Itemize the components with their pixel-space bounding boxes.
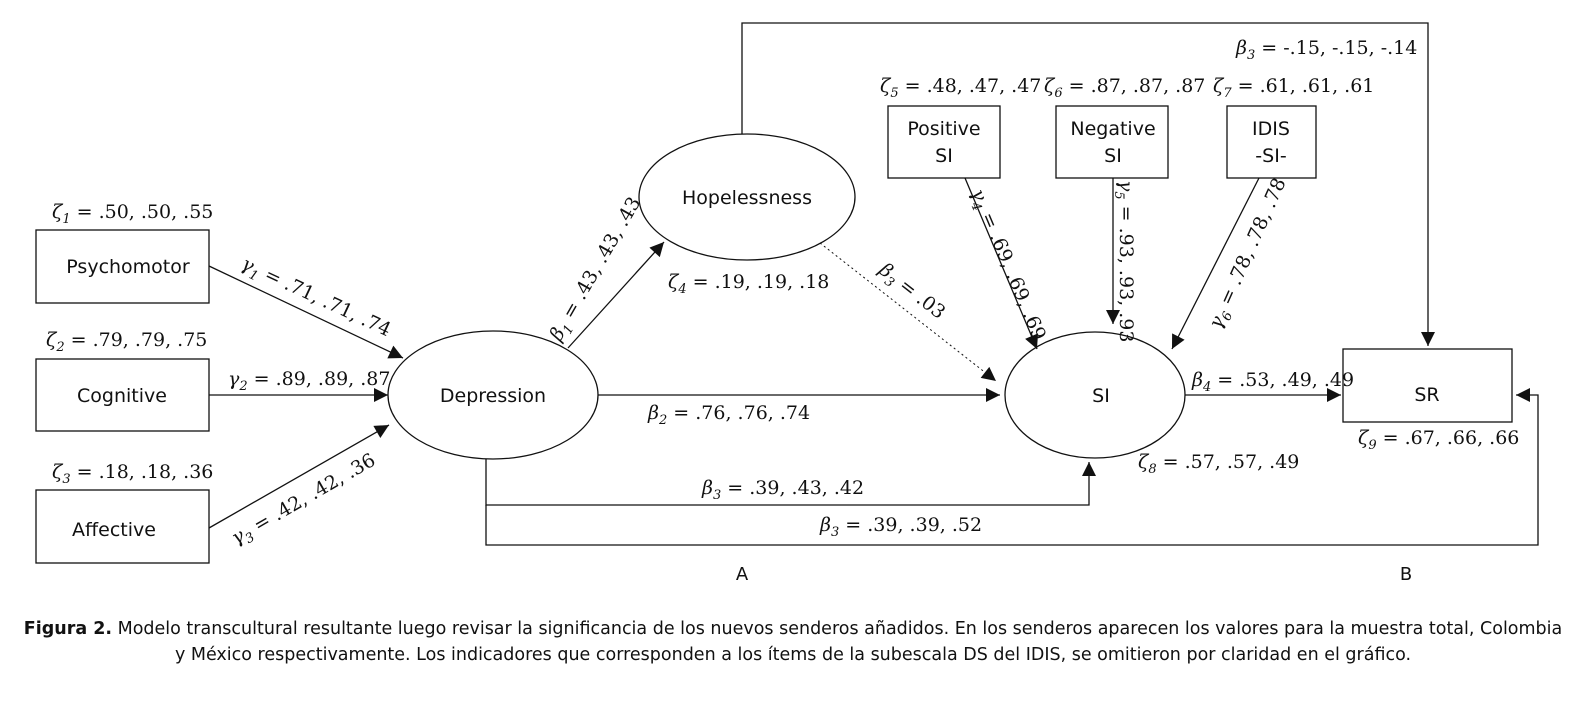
coef-depression-si-lower: β3 = .39, .43, .42 <box>701 477 864 503</box>
residual-z3: ζ3 = .18, .18, .36 <box>52 461 213 487</box>
node-cognitive: Cognitive <box>35 358 210 432</box>
node-hopelessness: Hopelessness <box>638 133 856 261</box>
arrow-depression-sr <box>485 388 1539 546</box>
node-label-line2: SI <box>935 145 953 167</box>
coef-idis-si: γ6 = .78, .78, .78 <box>1204 175 1294 334</box>
residual-z8: ζ8 = .57, .57, .49 <box>1138 451 1299 477</box>
coef-depression-si: β2 = .76, .76, .74 <box>647 402 810 428</box>
residual-z6: ζ6 = .87, .87, .87 <box>1044 75 1205 101</box>
path-diagram: Psychomotor Cognitive Affective Depressi… <box>35 22 1539 585</box>
coef-negative-si: γ5 = .93, .93, .93 <box>1111 180 1137 342</box>
node-positive-si: Positive SI <box>887 105 1001 179</box>
caption-label: Figura 2. <box>23 619 113 639</box>
panel-label-a: A <box>736 564 749 585</box>
coef-cognitive-depression: γ2 = .89, .89, .87 <box>228 368 390 394</box>
node-label: Psychomotor <box>66 256 190 278</box>
coef-affective-depression: γ3 = .42, .42, .36 <box>228 449 382 553</box>
arrow-idis-si <box>1171 177 1260 350</box>
residual-z4: ζ4 = .19, .19, .18 <box>668 271 829 297</box>
caption-text: Modelo transcultural resultante luego re… <box>112 619 1563 665</box>
node-affective: Affective <box>35 489 210 564</box>
node-label: SI <box>1092 385 1110 407</box>
node-depression: Depression <box>387 330 599 460</box>
node-label: Affective <box>72 519 156 541</box>
node-label-line2: SI <box>1104 145 1122 167</box>
arrow-depression-hopelessness <box>567 241 665 349</box>
node-negative-si: Negative SI <box>1055 105 1169 179</box>
arrow-psychomotor-depression <box>208 265 404 359</box>
coef-depression-sr: β3 = .39, .39, .52 <box>819 514 982 540</box>
arrow-depression-si-lower <box>485 459 1096 506</box>
coef-hopelessness-sr: β3 = -.15, -.15, -.14 <box>1235 37 1417 63</box>
coef-depression-hopelessness: β1 = .43, .43, .43 <box>545 193 649 347</box>
residual-z5: ζ5 = .48, .47, .47 <box>880 75 1041 101</box>
arrow-positive-si <box>964 177 1039 350</box>
figure-caption: Figura 2. Modelo transcultural resultant… <box>20 616 1566 668</box>
arrow-affective-depression <box>208 424 390 529</box>
node-label-line1: Negative <box>1070 118 1155 140</box>
node-label: Depression <box>440 385 546 407</box>
coef-positive-si: γ4 = .69, .69, .69 <box>963 185 1050 345</box>
coef-si-sr: β4 = .53, .49, .49 <box>1191 369 1354 395</box>
node-si: SI <box>1004 331 1186 459</box>
node-label: SR <box>1414 384 1439 406</box>
residual-z7: ζ7 = .61, .61, .61 <box>1213 75 1374 101</box>
node-idis-si: IDIS -SI- <box>1226 105 1317 179</box>
residual-z9: ζ9 = .67, .66, .66 <box>1358 427 1519 453</box>
residual-z1: ζ1 = .50, .50, .55 <box>52 201 213 227</box>
coef-psychomotor-depression: γ1 = .71, .71, .74 <box>236 253 394 345</box>
node-label-line2: -SI- <box>1255 145 1286 167</box>
node-label-line1: Positive <box>907 118 980 140</box>
residual-z2: ζ2 = .79, .79, .75 <box>46 329 207 355</box>
panel-label-b: B <box>1400 564 1412 585</box>
node-label: Cognitive <box>77 385 167 407</box>
arrow-hopelessness-sr <box>741 22 1435 346</box>
node-label: Hopelessness <box>682 187 812 209</box>
node-label-line1: IDIS <box>1252 118 1290 140</box>
node-psychomotor: Psychomotor <box>35 229 210 304</box>
arrow-hopelessness-si <box>819 242 997 382</box>
node-sr: SR <box>1342 348 1513 423</box>
